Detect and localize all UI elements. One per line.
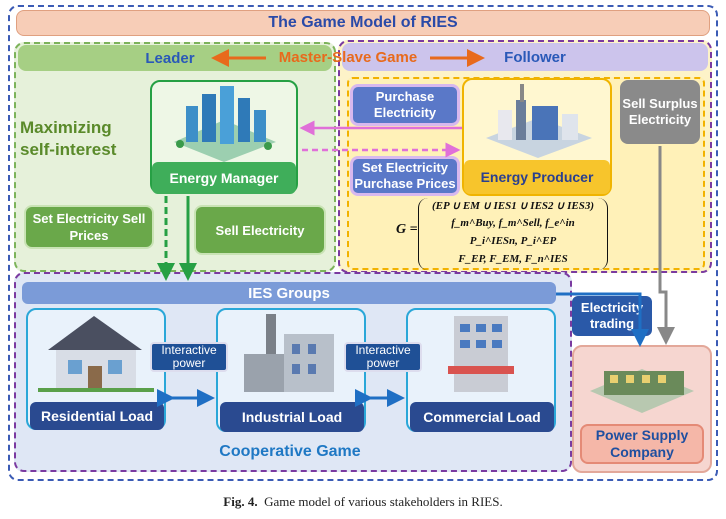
follower-label: Follower — [504, 48, 566, 66]
residential-load-label: Residential Load — [30, 402, 164, 430]
residential-load-box — [26, 308, 166, 430]
office-building-icon — [448, 316, 514, 392]
sell-electricity-box: Sell Electricity — [194, 205, 326, 255]
leader-label: Leader — [145, 49, 195, 67]
diagram-title: The Game Model of RIES — [16, 10, 710, 36]
sell-surplus-box: Sell Surplus Electricity — [620, 80, 700, 144]
power-supply-company-label: Power Supply Company — [580, 424, 704, 464]
formula-lhs: G = — [396, 222, 418, 237]
power-plant-icon — [486, 84, 592, 158]
leader-objective: Maximizing self-interest — [20, 118, 117, 159]
figure-caption: Fig. 4. Game model of various stakeholde… — [0, 494, 726, 510]
formula-left-brace — [418, 198, 428, 270]
smart-city-icon — [174, 86, 276, 162]
leader-bar — [18, 45, 332, 71]
ies-groups-header: IES Groups — [22, 282, 556, 304]
substation-icon — [590, 369, 694, 413]
purchase-electricity-box: Purchase Electricity — [350, 84, 460, 126]
cooperative-game-label: Cooperative Game — [219, 443, 361, 460]
formula-symbol: G — [396, 222, 407, 237]
set-sell-prices-box: Set Electricity Sell Prices — [24, 205, 154, 249]
interactive-power-label-left: Interactive power — [150, 342, 228, 372]
factory-icon — [244, 314, 334, 392]
commercial-load-label: Commercial Load — [410, 402, 554, 432]
interactive-power-label-right: Interactive power — [344, 342, 422, 372]
caption-text: Game model of various stakeholders in RI… — [264, 494, 503, 509]
caption-label: Fig. 4. — [223, 494, 258, 509]
surplus-to-supplier-arrow — [657, 146, 675, 345]
formula-row: F_EP, F_EM, F_n^IES — [458, 253, 568, 265]
outer-frame — [8, 5, 718, 481]
house-icon — [38, 316, 154, 392]
industrial-load-label: Industrial Load — [220, 402, 364, 432]
follower-bar — [342, 43, 708, 71]
formula-row: f_m^Buy, f_m^Sell, f_e^in — [451, 217, 575, 229]
master-slave-label: Master-Slave Game — [278, 48, 418, 66]
game-formula: G = (EP ∪ EM ∪ IES1 ∪ IES2 ∪ IES3) f_m^B… — [396, 198, 628, 272]
energy-producer-label: Energy Producer — [464, 160, 610, 194]
ies-to-trading-arrow — [556, 292, 649, 347]
formula-row: (EP ∪ EM ∪ IES1 ∪ IES2 ∪ IES3) — [431, 200, 594, 212]
formula-row: P_i^IESn, P_i^EP — [469, 235, 557, 247]
formula-right-brace — [598, 198, 608, 270]
set-purchase-prices-box: Set Electricity Purchase Prices — [350, 156, 460, 196]
energy-manager-label: Energy Manager — [152, 162, 296, 194]
